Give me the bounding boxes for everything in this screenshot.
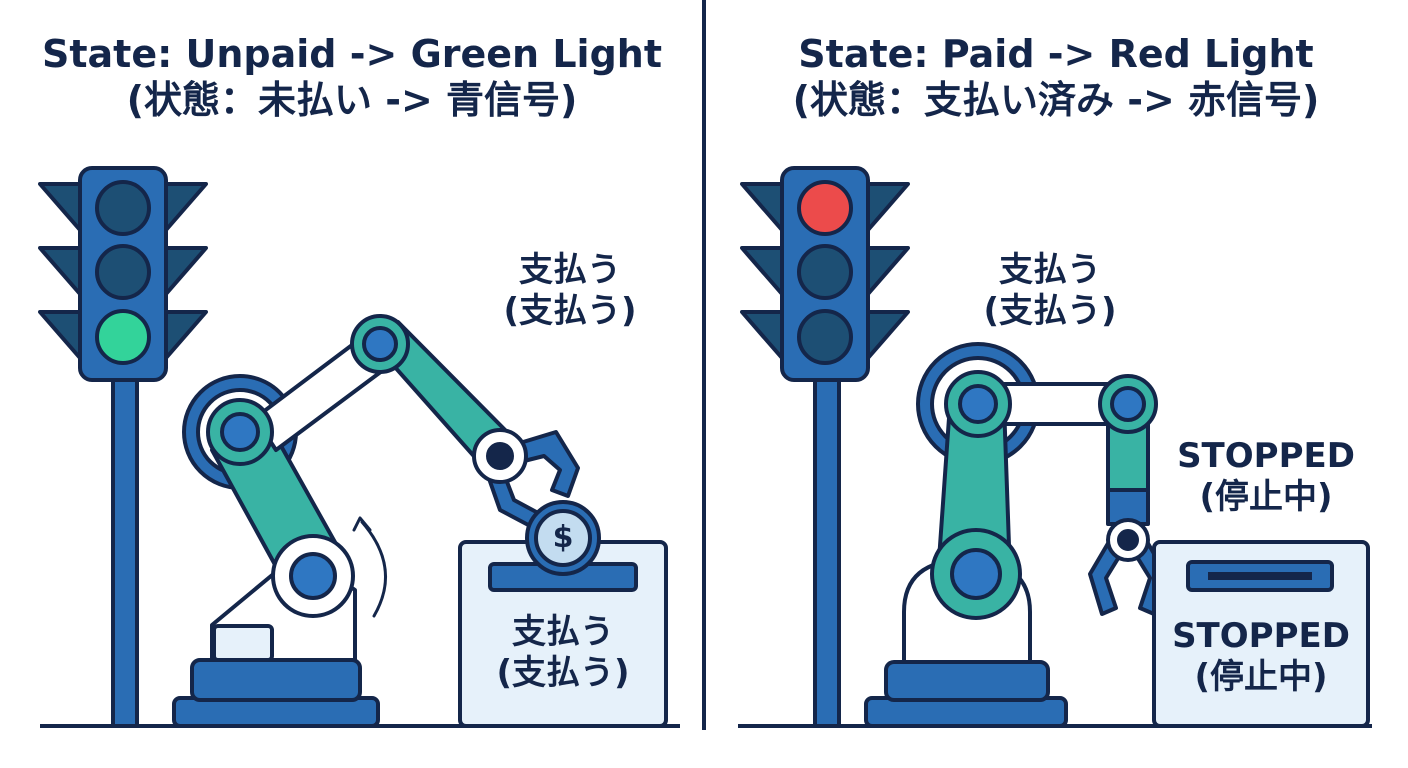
payment-box-left [458,500,668,728]
right-pay-label-sub: (支払う) [983,290,1117,331]
left-pay-label-text: 支払う [519,250,621,290]
right-status-label: STOPPED (停止中) [1156,436,1376,518]
right-title: State: Paid -> Red Light (状態：支払い済み -> 赤信… [704,32,1408,123]
traffic-light-pole [813,376,841,728]
lamp-top-red-on [797,180,853,236]
lamp-top [95,180,151,236]
left-box-label-text: 支払う [512,612,614,652]
robot-base-top [884,660,1050,702]
left-title-en: State: Unpaid -> Green Light [41,32,662,76]
lamp-bottom-green-on [95,309,151,365]
rotation-arrow-icon [360,520,387,618]
left-pay-label: 支払う (支払う) [470,250,670,332]
payment-box-right [1152,540,1370,728]
lamp-middle [797,244,853,300]
robot-base-bottom [864,696,1068,728]
lamp-bottom [797,309,853,365]
right-status-text: STOPPED [1177,436,1355,476]
right-title-ja: (状態：支払い済み -> 赤信号) [792,77,1320,122]
lamp-middle [95,244,151,300]
right-title-en: State: Paid -> Red Light [798,32,1314,76]
traffic-light-pole [111,376,139,728]
right-pay-label-text: 支払う [999,250,1101,290]
left-pay-label-sub: (支払う) [503,290,637,331]
left-title: State: Unpaid -> Green Light (状態：未払い -> … [0,32,704,123]
right-status-sub: (停止中) [1199,476,1333,517]
right-box-label-text: STOPPED [1172,616,1350,656]
dollar-icon: $ [552,520,574,555]
traffic-light-left [38,166,208,728]
left-box-label-sub: (支払う) [496,652,630,693]
right-box-label: STOPPED (停止中) [1154,616,1368,698]
left-title-ja: (状態：未払い -> 青信号) [126,77,578,122]
robot-base-top [190,658,362,702]
right-box-label-sub: (停止中) [1194,656,1328,697]
left-box-label: 支払う (支払う) [460,612,666,694]
robot-base-bottom [172,696,380,728]
robot-arm-left [172,314,580,728]
right-pay-label: 支払う (支払う) [950,250,1150,332]
robot-arm-right [864,342,1168,728]
traffic-light-right [740,166,910,728]
gripper-claw-upper [508,430,580,498]
